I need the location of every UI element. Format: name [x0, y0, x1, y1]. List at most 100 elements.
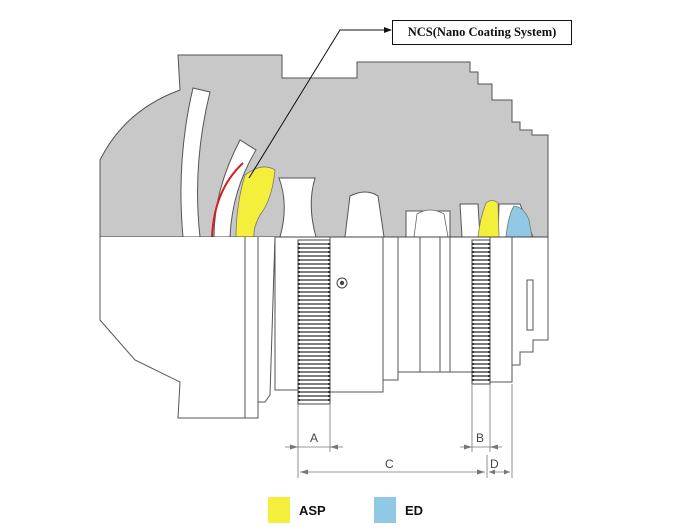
knurl-tooth [328, 391, 330, 393]
knurl-tooth [472, 371, 474, 373]
knurl-tooth [488, 255, 490, 257]
knurl-tooth [328, 303, 330, 305]
knurl-tooth [328, 319, 330, 321]
aperture-ring-knurling [472, 243, 490, 381]
knurl-tooth [328, 387, 330, 389]
knurl-tooth [328, 367, 330, 369]
knurl-tooth [328, 383, 330, 385]
element-group-6 [459, 203, 481, 238]
knurl-tooth [298, 303, 300, 305]
element-group-4 [344, 191, 385, 238]
knurl-tooth [472, 367, 474, 369]
knurl-tooth [298, 375, 300, 377]
legend-item-asp: ASP [268, 497, 326, 523]
knurl-tooth [298, 363, 300, 365]
knurl-tooth [472, 363, 474, 365]
knurl-tooth [472, 315, 474, 317]
knurl-tooth [298, 387, 300, 389]
knurl-tooth [298, 335, 300, 337]
asp-swatch [268, 497, 290, 523]
knurl-tooth [328, 355, 330, 357]
knurl-tooth [298, 395, 300, 397]
knurl-tooth [328, 307, 330, 309]
knurl-tooth [298, 267, 300, 269]
knurl-tooth [298, 311, 300, 313]
knurl-tooth [298, 295, 300, 297]
knurl-tooth [488, 323, 490, 325]
knurl-tooth [298, 283, 300, 285]
dimension-b-label: B [476, 431, 484, 445]
knurl-tooth [298, 255, 300, 257]
knurl-tooth [328, 399, 330, 401]
knurl-tooth [328, 267, 330, 269]
knurl-tooth [328, 255, 330, 257]
knurl-tooth [298, 367, 300, 369]
knurl-tooth [488, 315, 490, 317]
knurl-tooth [488, 307, 490, 309]
knurl-tooth [488, 279, 490, 281]
knurl-tooth [328, 347, 330, 349]
knurl-tooth [488, 267, 490, 269]
knurl-tooth [488, 291, 490, 293]
knurl-tooth [472, 299, 474, 301]
knurl-tooth [472, 335, 474, 337]
knurl-tooth [328, 311, 330, 313]
knurl-tooth [488, 363, 490, 365]
knurl-tooth [298, 319, 300, 321]
knurl-tooth [488, 251, 490, 253]
knurl-tooth [298, 331, 300, 333]
knurl-tooth [328, 331, 330, 333]
knurl-tooth [298, 399, 300, 401]
knurl-tooth [472, 247, 474, 249]
knurl-tooth [472, 243, 474, 245]
dimension-c-label: C [385, 457, 394, 471]
knurl-tooth [472, 319, 474, 321]
knurl-tooth [472, 283, 474, 285]
knurl-tooth [328, 243, 330, 245]
knurl-tooth [488, 311, 490, 313]
knurl-tooth [488, 271, 490, 273]
knurl-tooth [298, 307, 300, 309]
knurl-tooth [298, 343, 300, 345]
knurl-tooth [488, 259, 490, 261]
knurl-tooth [298, 383, 300, 385]
knurl-tooth [472, 251, 474, 253]
legend-item-ed: ED [374, 497, 423, 523]
knurl-tooth [472, 287, 474, 289]
knurl-tooth [472, 259, 474, 261]
knurl-tooth [472, 267, 474, 269]
knurl-tooth [328, 375, 330, 377]
knurl-tooth [472, 307, 474, 309]
knurl-tooth [488, 319, 490, 321]
knurl-tooth [472, 271, 474, 273]
knurl-tooth [298, 263, 300, 265]
focus-ring-knurling [298, 243, 330, 401]
knurl-tooth [472, 351, 474, 353]
knurl-tooth [488, 359, 490, 361]
knurl-tooth [488, 375, 490, 377]
knurl-tooth [298, 291, 300, 293]
aperture-ring-body [449, 237, 549, 383]
knurl-tooth [472, 331, 474, 333]
knurl-tooth [328, 283, 330, 285]
knurl-tooth [472, 339, 474, 341]
lens-hood-exterior [99, 236, 276, 419]
knurl-tooth [328, 259, 330, 261]
knurl-tooth [488, 283, 490, 285]
knurl-tooth [488, 295, 490, 297]
knurl-tooth [488, 247, 490, 249]
knurl-tooth [298, 339, 300, 341]
knurl-tooth [328, 279, 330, 281]
knurl-tooth [328, 359, 330, 361]
knurl-tooth [328, 343, 330, 345]
knurl-tooth [488, 303, 490, 305]
knurl-tooth [298, 243, 300, 245]
knurl-tooth [472, 343, 474, 345]
knurl-tooth [472, 323, 474, 325]
knurl-tooth [472, 327, 474, 329]
knurl-tooth [488, 379, 490, 381]
knurl-tooth [298, 259, 300, 261]
knurl-tooth [488, 327, 490, 329]
knurl-tooth [328, 371, 330, 373]
knurl-tooth [472, 295, 474, 297]
